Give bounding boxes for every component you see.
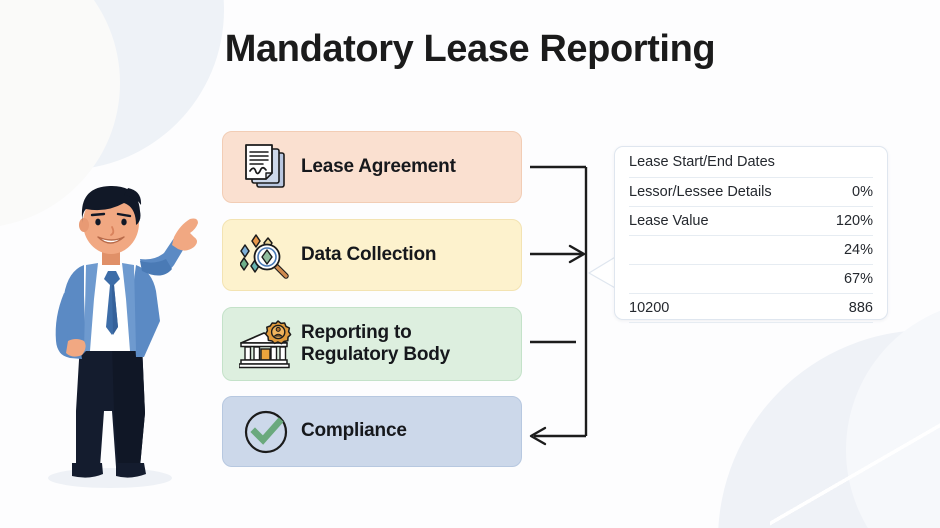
table-row: 24%: [629, 236, 873, 265]
step-reporting-regulatory-body[interactable]: Reporting to Regulatory Body: [222, 307, 522, 381]
step-label: Compliance: [301, 420, 407, 442]
background-blob-bottom-right-1: [718, 330, 940, 528]
step-compliance[interactable]: Compliance: [222, 396, 522, 467]
row-value: 120%: [835, 213, 873, 229]
table-row: 10200 886: [629, 294, 873, 323]
page-title: Mandatory Lease Reporting: [224, 28, 716, 70]
table-row: Lessor/Lessee Details 0%: [629, 178, 873, 207]
flow-connectors: [520, 130, 630, 465]
row-value: 0%: [852, 184, 873, 200]
lease-data-panel: Lease Start/End Dates Lessor/Lessee Deta…: [614, 146, 888, 323]
table-row: Lease Value 120%: [629, 207, 873, 236]
step-label: Data Collection: [301, 243, 437, 265]
table-row: 67%: [629, 265, 873, 294]
step-label-line1: Reporting to: [301, 321, 412, 343]
documents-signature-icon: [235, 139, 297, 195]
row-value: 886: [848, 300, 873, 316]
check-circle-icon: [235, 404, 297, 460]
row-value: 67%: [843, 271, 873, 287]
panel-callout-tail: [588, 255, 618, 290]
step-data-collection[interactable]: Data Collection: [222, 219, 522, 291]
businessman-illustration: [24, 175, 204, 500]
row-key: Lease Start/End Dates: [629, 154, 775, 170]
row-value: 24%: [843, 242, 873, 258]
row-key: Lease Value: [629, 213, 709, 229]
government-bank-icon: [235, 316, 297, 372]
magnifier-data-icon: [235, 227, 297, 283]
step-label: Reporting to Regulatory Body: [301, 322, 450, 366]
table-row: Lease Start/End Dates: [629, 147, 873, 178]
row-key: Lessor/Lessee Details: [629, 184, 772, 200]
step-label-line2: Regulatory Body: [301, 344, 451, 365]
background-blob-bottom-right-2: [846, 300, 940, 528]
background-diagonal-line: [770, 318, 940, 528]
background-blob-top-left-1: [0, 0, 224, 170]
step-label: Lease Agreement: [301, 155, 456, 177]
step-lease-agreement[interactable]: Lease Agreement: [222, 131, 522, 203]
row-key: 10200: [629, 300, 670, 316]
